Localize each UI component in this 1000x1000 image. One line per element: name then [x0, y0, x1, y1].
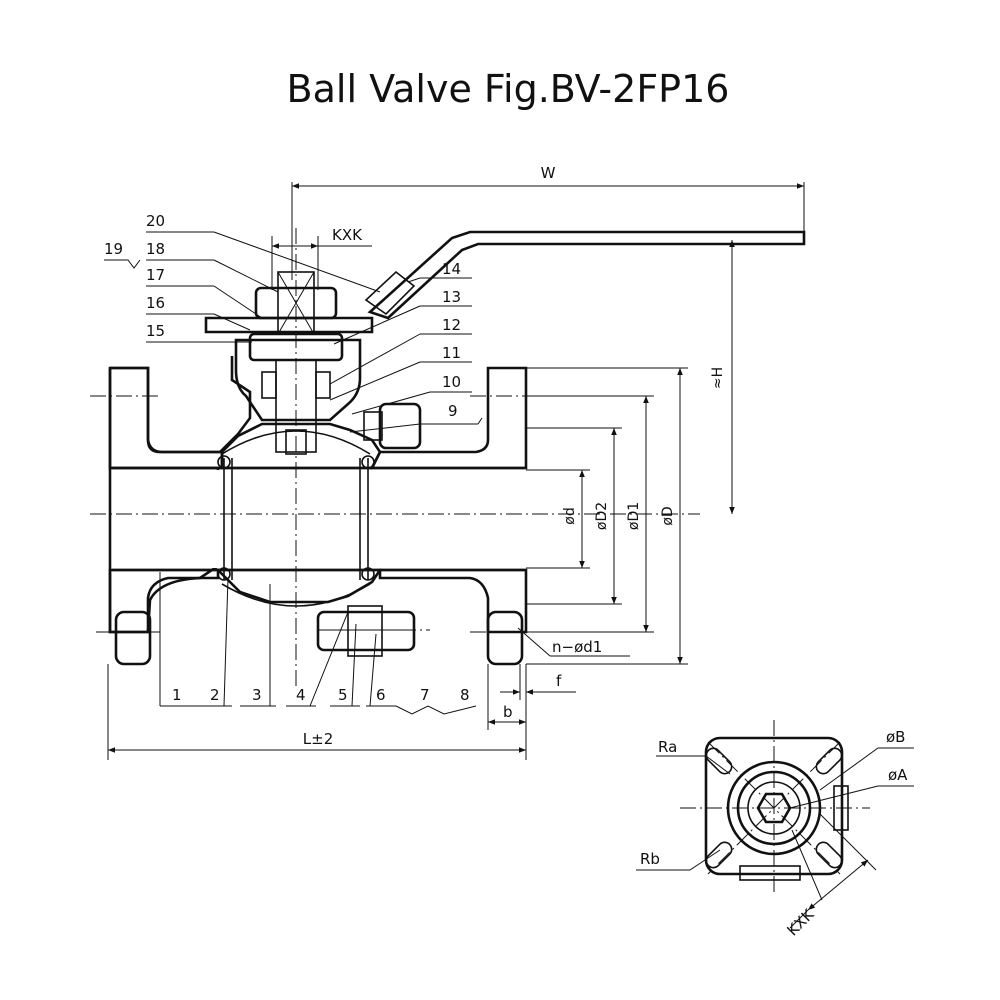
dim-b: b [503, 703, 513, 721]
part-20: 20 [146, 212, 165, 230]
seat-left-top [217, 455, 231, 469]
dim-d2: øD2 [594, 502, 610, 530]
part-19: 19 [104, 240, 123, 258]
top-view-pad [704, 736, 844, 876]
label-phi-a: øA [888, 766, 908, 784]
part-8: 8 [460, 686, 470, 704]
page-title: Ball Valve Fig.BV-2FP16 [287, 67, 730, 111]
part-12: 12 [442, 316, 461, 334]
part-17: 17 [146, 266, 165, 284]
part-4: 4 [296, 686, 306, 704]
part-16: 16 [146, 294, 165, 312]
part-callouts: 1 2 3 4 5 6 7 8 9 10 11 12 [104, 212, 483, 715]
dim-kxk-top: KXK [332, 226, 363, 244]
part-14: 14 [442, 260, 461, 278]
part-9: 9 [448, 402, 458, 420]
part-7: 7 [420, 686, 430, 704]
part-1: 1 [172, 686, 182, 704]
handle-grip [364, 270, 416, 316]
dim-d1: øD1 [626, 502, 642, 530]
dimension-lines: W KXK ≈H ød øD2 øD1 øD n−ød1 [107, 164, 805, 760]
part-5: 5 [338, 686, 348, 704]
label-phi-b: øB [886, 728, 905, 746]
label-rb: Rb [640, 850, 660, 868]
valve-section-view [90, 228, 806, 690]
label-kxk-diagonal: KXK [784, 905, 819, 940]
dim-h: ≈H [710, 367, 726, 389]
body-lower [214, 568, 383, 604]
part-11: 11 [442, 344, 461, 362]
part-6: 6 [376, 686, 386, 704]
part-10: 10 [442, 373, 461, 391]
seat-left-bottom [217, 567, 231, 581]
handle-arm [367, 230, 806, 320]
dim-d: ød [562, 507, 578, 524]
right-bolt-stub [486, 610, 524, 666]
part-18: 18 [146, 240, 165, 258]
dim-bolt-holes: n−ød1 [552, 638, 602, 656]
handle-plate [204, 316, 374, 334]
part-13: 13 [442, 288, 461, 306]
left-flange-top [108, 366, 224, 470]
left-flange-bottom [108, 568, 220, 634]
dim-w: W [541, 164, 556, 182]
dim-f: f [556, 672, 562, 690]
part-3: 3 [252, 686, 262, 704]
right-flange-bottom [378, 568, 528, 634]
left-bolt-stub [114, 610, 152, 666]
part-15: 15 [146, 322, 165, 340]
seat-right-bottom [361, 567, 375, 581]
bottom-bolt [316, 610, 416, 652]
bore [112, 470, 526, 568]
dim-length: L±2 [303, 730, 333, 748]
part-2: 2 [210, 686, 220, 704]
side-bolt [378, 402, 422, 450]
top-view: Ra Rb øB øA KXK [636, 720, 914, 939]
bonnet [234, 338, 362, 422]
seat-right-top [361, 455, 375, 469]
dim-D: øD [660, 506, 676, 525]
label-ra: Ra [658, 738, 677, 756]
